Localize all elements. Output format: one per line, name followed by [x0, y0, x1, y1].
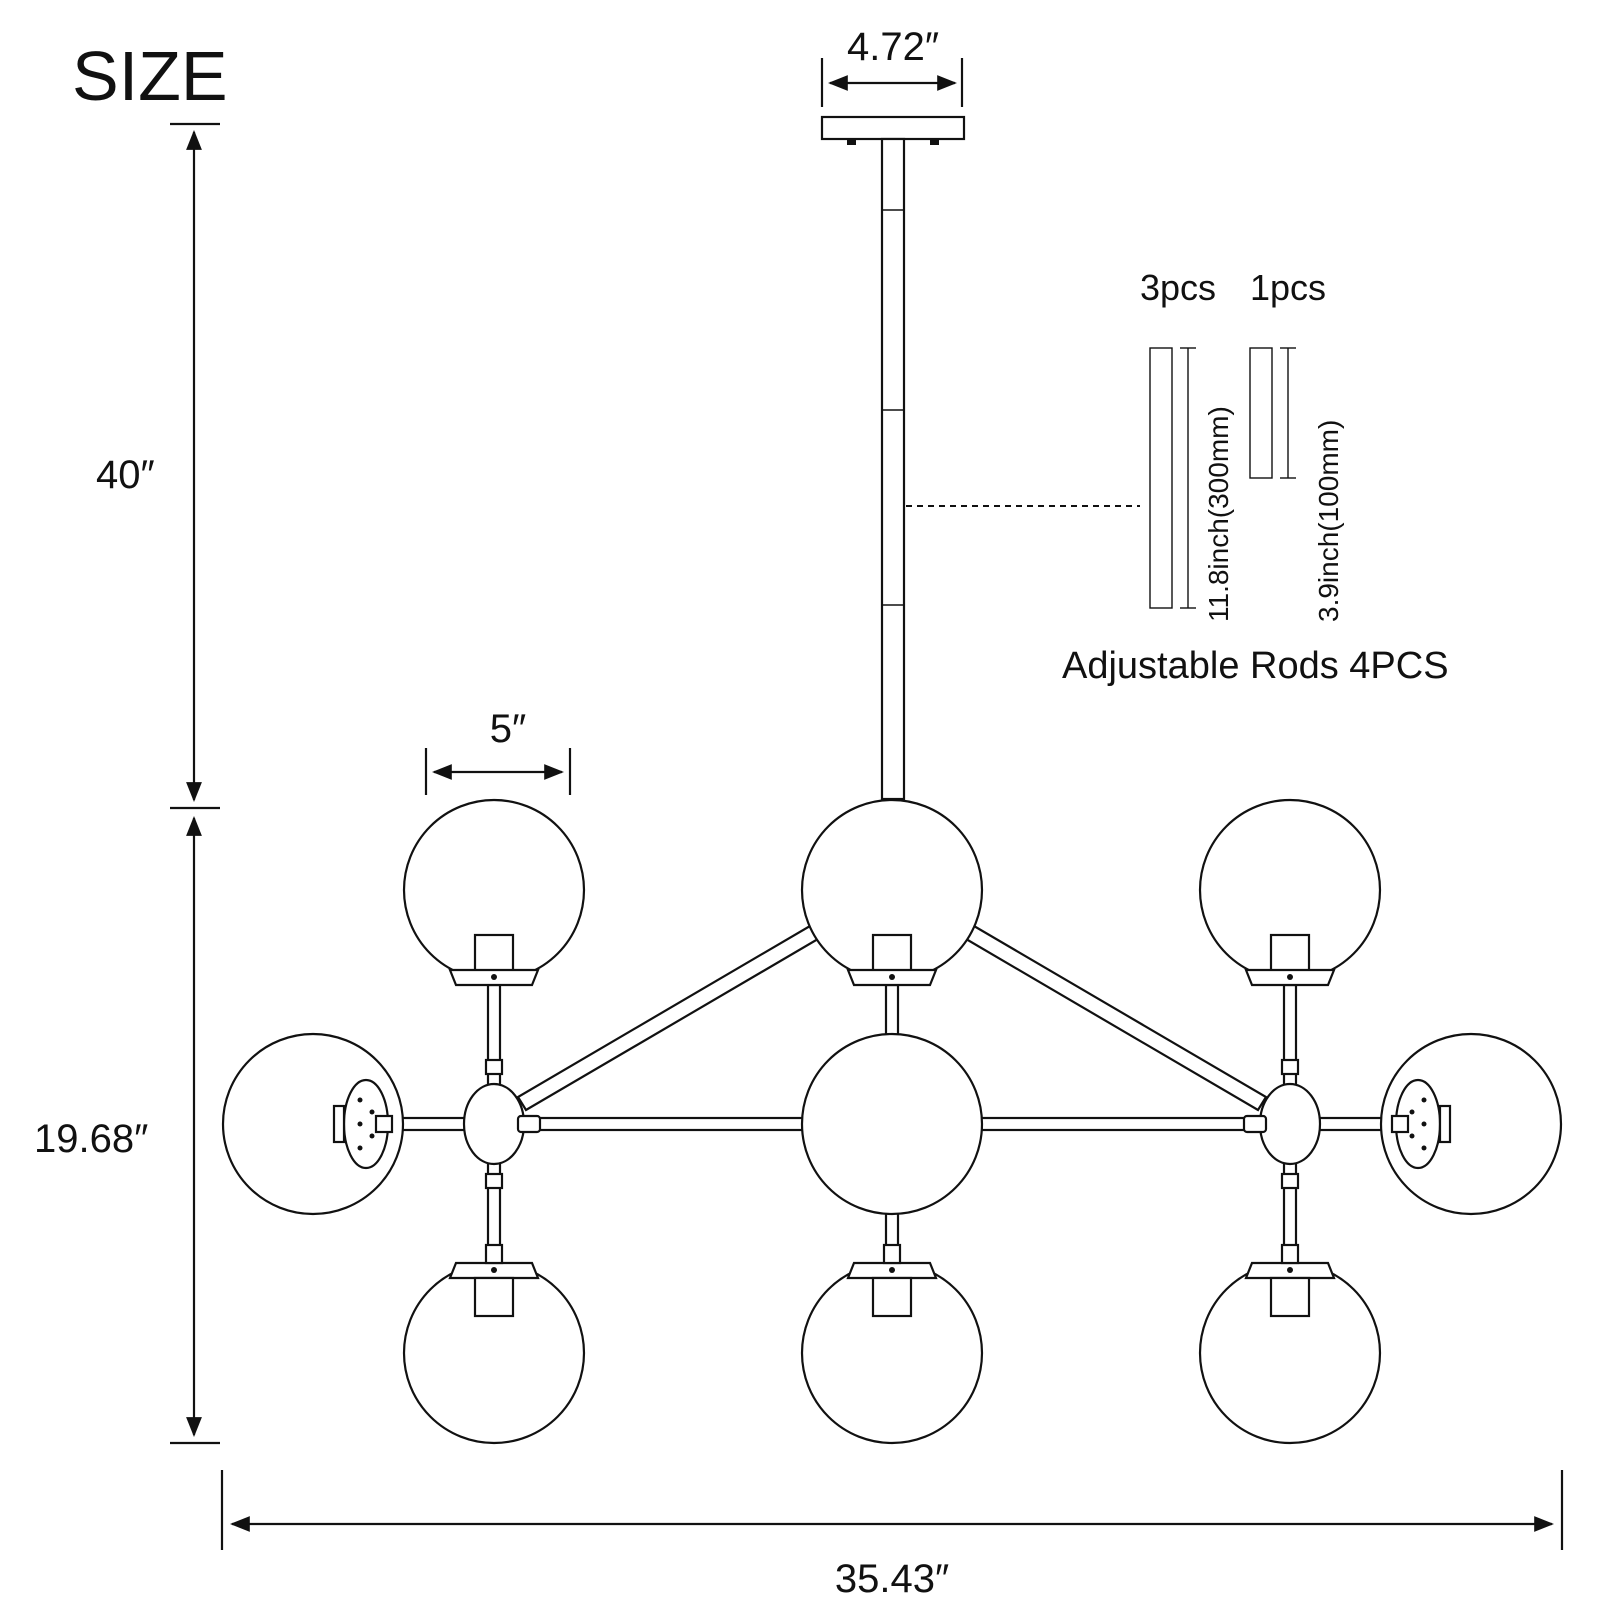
globe-bottom-left — [402, 1243, 586, 1445]
globe-bottom-center — [800, 1243, 984, 1445]
size-title: SIZE — [72, 37, 228, 115]
globe-top-left — [402, 798, 586, 987]
globe-middle-right — [1379, 1032, 1563, 1216]
height-drop-label: 40″ — [96, 453, 155, 497]
canopy-width-label: 4.72″ — [847, 25, 939, 69]
canopy — [820, 115, 966, 145]
total-width-dimension — [220, 1470, 1564, 1550]
globe-top-right — [1198, 798, 1382, 987]
canopy-width-dimension — [820, 58, 964, 107]
globe-diameter-label: 5″ — [490, 707, 526, 751]
down-rod — [880, 137, 1140, 801]
rod-long-length: 11.8inch(300mm) — [1203, 406, 1234, 622]
globe-bottom-right — [1198, 1243, 1382, 1445]
hubs — [462, 1058, 1322, 1190]
height-dimensions — [170, 122, 220, 1445]
globe-middle-center — [800, 1032, 984, 1216]
globe-middle-left — [221, 1032, 405, 1216]
globes — [221, 798, 1563, 1445]
globe-width-dimension — [424, 748, 572, 795]
frame-arms — [388, 924, 1396, 1262]
rod-short-qty: 1pcs — [1250, 267, 1326, 308]
rods-caption: Adjustable Rods 4PCS — [1062, 645, 1449, 687]
height-body-label: 19.68″ — [34, 1117, 148, 1161]
globe-top-center — [800, 798, 984, 987]
adjustable-rods-inset — [1149, 347, 1296, 609]
total-width-label: 35.43″ — [835, 1557, 949, 1600]
rod-long-qty: 3pcs — [1140, 267, 1216, 308]
rod-short-length: 3.9inch(100mm) — [1313, 420, 1344, 622]
